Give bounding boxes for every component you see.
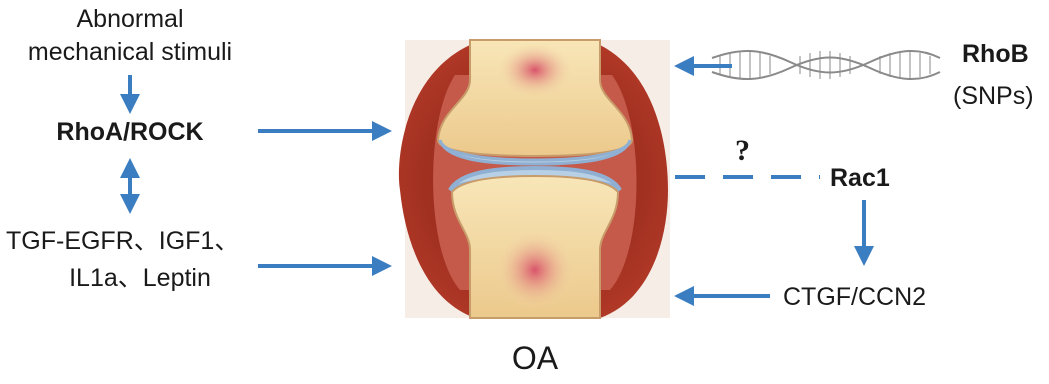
label-snps: (SNPs) [953, 80, 1034, 112]
label-factors-line2: IL1a、Leptin [40, 262, 240, 294]
label-oa: OA [495, 338, 575, 378]
label-stimuli-line2: mechanical stimuli [20, 36, 240, 68]
label-ctgf: CTGF/CCN2 [783, 281, 926, 313]
label-question-mark: ? [735, 134, 750, 168]
dna-helix-icon [712, 51, 940, 79]
label-rhob: RhoB [962, 38, 1029, 70]
label-rac1: Rac1 [830, 162, 890, 194]
joint-illustration [399, 40, 670, 318]
label-factors-line1: TGF-EGFR、IGF1、 [6, 225, 286, 257]
label-rhoa-rock: RhoA/ROCK [40, 116, 220, 148]
label-stimuli-line1: Abnormal [40, 3, 220, 35]
